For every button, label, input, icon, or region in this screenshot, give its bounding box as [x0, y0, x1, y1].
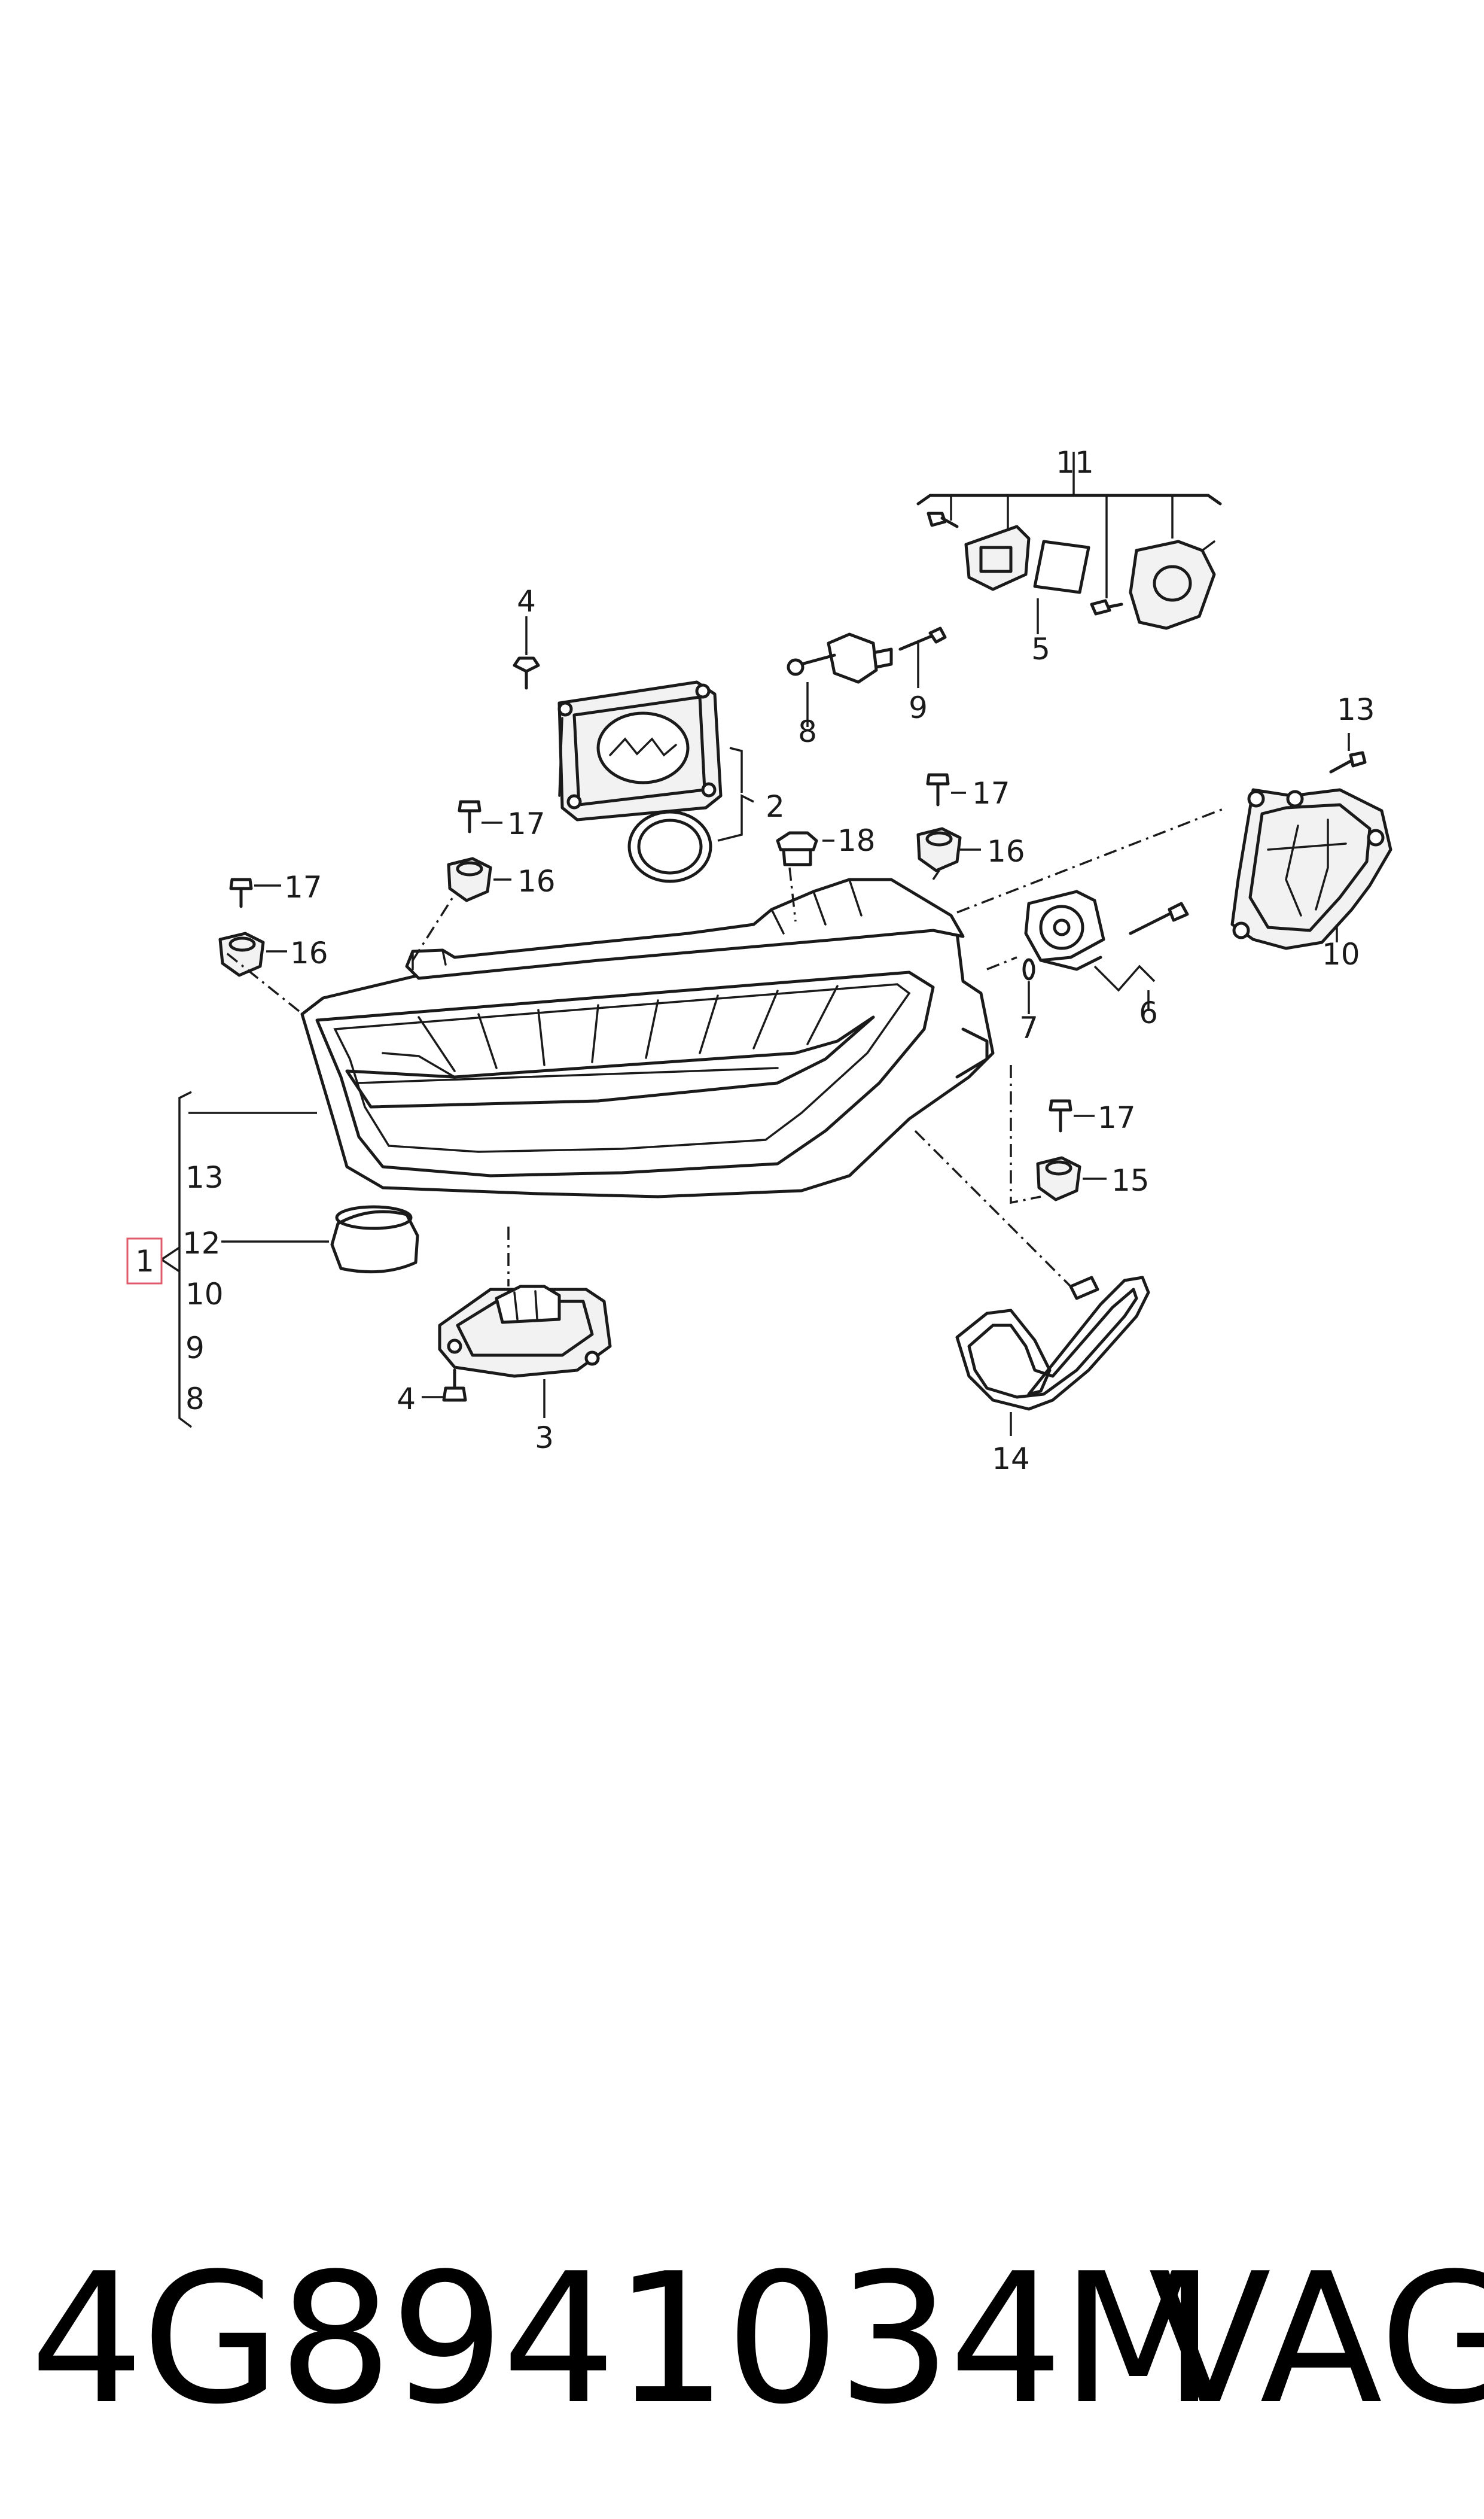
callout-17-right: 17: [972, 776, 1010, 811]
footer: 4G8941034M VAG: [24, 2226, 1484, 2453]
callout-17-left: 17: [284, 870, 322, 905]
screw-part-9: [898, 626, 947, 651]
callout-17-lower: 17: [1098, 1100, 1136, 1135]
callout-4-top: 4: [517, 584, 536, 619]
callout-16-right: 16: [987, 834, 1025, 869]
callout-7: 7: [1019, 1011, 1038, 1045]
screw-part-17-lower: [1049, 1099, 1072, 1133]
brand-label: VAG: [1148, 2235, 1484, 2444]
callout-10-right: 10: [1322, 937, 1360, 972]
callout-8-top: 8: [798, 714, 817, 749]
callout-15: 15: [1111, 1163, 1150, 1198]
callout-13-right: 13: [1337, 692, 1375, 727]
part-number: 4G8941034M: [30, 2235, 1215, 2444]
control-unit-part-2: [557, 680, 723, 822]
callout-bracket-1: [126, 1091, 317, 1428]
mount-part-16-right: [916, 827, 962, 872]
mount-part-15: [1036, 1156, 1081, 1201]
callout-8-left: 8: [185, 1382, 205, 1416]
callout-11: 11: [1056, 445, 1094, 480]
callout-12: 12: [182, 1226, 221, 1261]
bolt-part-4-bottom: [442, 1368, 467, 1402]
screw-part-17-right: [926, 773, 950, 807]
screw-part-17-mid: [458, 800, 482, 833]
cap-ring-part-2: [627, 810, 712, 883]
plug-part-18: [776, 831, 818, 866]
callout-10-left: 10: [185, 1277, 224, 1312]
callout-1: 1: [135, 1244, 154, 1279]
callout-2: 2: [766, 789, 785, 824]
adjuster-part-8: [787, 632, 893, 684]
callout-9-left: 9: [185, 1331, 205, 1365]
bolt-part-4-top: [513, 656, 540, 690]
screw-part-13: [1329, 751, 1367, 774]
mount-part-16-mid: [447, 857, 492, 902]
callout-4-bottom: 4: [397, 1382, 416, 1416]
screw-part-6: [1129, 902, 1189, 935]
callout-14: 14: [992, 1441, 1030, 1476]
ring-part-7: [1022, 958, 1035, 981]
callout-5: 5: [1031, 632, 1050, 667]
control-unit-part-3: [438, 1285, 612, 1378]
mount-part-16-left: [218, 932, 265, 977]
bracket-set-part-11: [916, 452, 1222, 630]
callout-16-left: 16: [290, 936, 328, 971]
callout-18: 18: [837, 823, 876, 858]
motor-part-6: [1024, 890, 1105, 971]
callout-labels: 11 5 4 8 9 2 13 18 17 16 17 16 17 16 10 …: [135, 445, 1375, 1476]
highlight-box-1: [126, 1237, 163, 1285]
callout-3: 3: [535, 1420, 554, 1455]
callout-9-top: 9: [909, 690, 928, 725]
cap-part-12: [330, 1205, 419, 1274]
callout-17-mid: 17: [507, 807, 546, 841]
callout-6: 6: [1139, 996, 1158, 1030]
seal-part-14: [955, 1276, 1150, 1411]
callout-16-mid: 16: [517, 864, 556, 899]
headlight-housing: [300, 878, 995, 1198]
cover-part-10: [1230, 788, 1392, 950]
callout-13-left: 13: [185, 1160, 224, 1195]
screw-part-17-left: [229, 878, 253, 908]
